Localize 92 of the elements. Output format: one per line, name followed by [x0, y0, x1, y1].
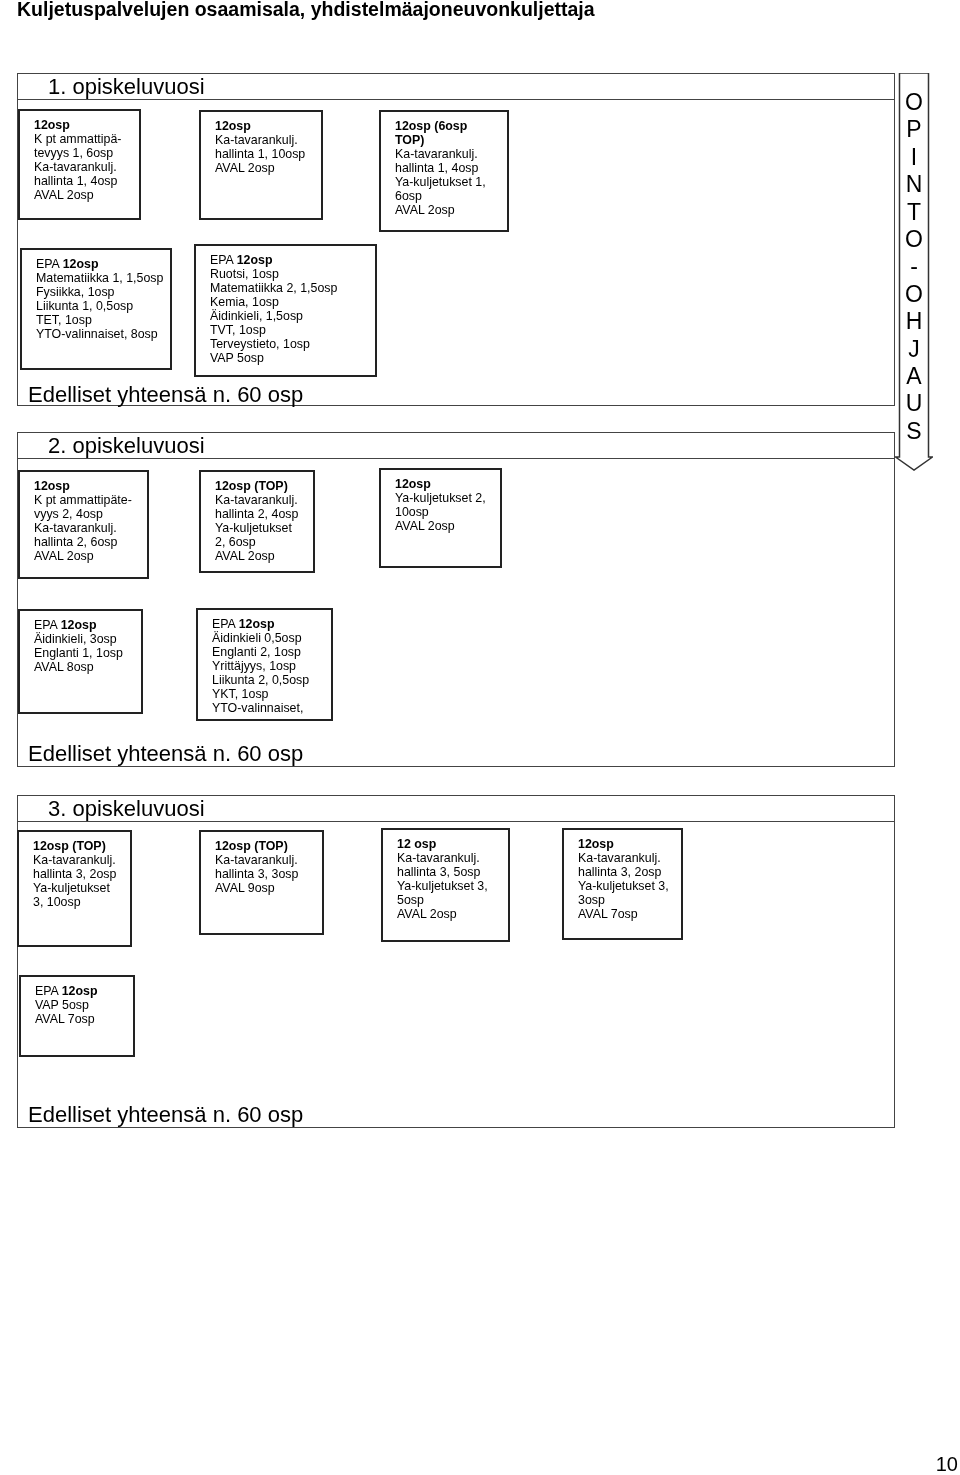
year-panel — [17, 432, 895, 767]
course-item: AVAL 7osp — [35, 1012, 95, 1026]
credit-heading: 12 osp — [397, 837, 437, 851]
course-item: YKT, 1osp — [212, 687, 269, 701]
course-item: K pt ammattipä-tevyys 1, 6osp — [34, 132, 123, 160]
credit-heading: 12osp (TOP) — [215, 839, 288, 853]
course-item: AVAL 2osp — [395, 519, 455, 533]
course-item: AVAL 8osp — [34, 660, 94, 674]
course-item: AVAL 7osp — [578, 907, 638, 921]
course-item: Ya-kuljetukset 2, 6osp — [215, 521, 293, 549]
course-box — [20, 248, 172, 370]
credit-heading: 12osp (6osp TOP) — [395, 119, 469, 147]
course-box — [19, 975, 135, 1057]
course-item: Liikunta 1, 0,5osp — [36, 299, 134, 313]
course-box — [18, 609, 143, 714]
course-item: Ruotsi, 1osp — [210, 267, 279, 281]
credit-heading: 12osp (TOP) — [33, 839, 106, 853]
credit-heading: EPA 12osp — [212, 617, 275, 631]
course-item: AVAL 2osp — [34, 549, 94, 563]
course-item: AVAL 2osp — [215, 549, 275, 563]
credit-heading: EPA 12osp — [34, 618, 97, 632]
course-item: VAP 5osp — [35, 998, 89, 1012]
course-item: YTO-valinnaiset, — [212, 701, 304, 715]
total-note: Edelliset yhteensä n. 60 osp — [28, 382, 304, 408]
course-item: TVT, 1osp — [210, 323, 266, 337]
course-item: YTO-valinnaiset, 8osp — [36, 327, 158, 341]
course-item: AVAL 2osp — [397, 907, 457, 921]
course-item: Englanti 2, 1osp — [212, 645, 301, 659]
course-item: Äidinkieli, 3osp — [34, 632, 117, 646]
course-box — [379, 110, 509, 232]
block-arrow — [895, 73, 933, 471]
course-item: Terveystieto, 1osp — [210, 337, 310, 351]
course-box — [18, 470, 149, 579]
course-box — [381, 828, 510, 942]
course-item: K pt ammattipäte-vyys 2, 4osp — [34, 493, 133, 521]
course-item: Ka-tavarankulj. hallinta 2, 6osp — [34, 521, 119, 549]
course-item: Matematiikka 2, 1,5osp — [210, 281, 338, 295]
course-box — [379, 468, 502, 568]
course-item: Ya-kuljetukset 3, 10osp — [33, 881, 111, 909]
page-title: Kuljetuspalvelujen osaamisala, yhdistelmäajoneuvonkuljettaja — [17, 0, 595, 21]
year-heading: 3. opiskeluvuosi — [18, 796, 894, 822]
course-box — [17, 830, 132, 947]
credit-heading: 12osp — [395, 477, 431, 491]
credit-heading: EPA 12osp — [36, 257, 99, 271]
vertical-label: OPINTO-OHJAUS — [904, 89, 924, 446]
course-item: TET, 1osp — [36, 313, 92, 327]
year-panel — [17, 73, 895, 406]
course-item: VAP 5osp — [210, 351, 264, 365]
course-box — [199, 830, 324, 935]
course-item: Ka-tavarankulj. hallinta 1, 4osp — [34, 160, 119, 188]
credit-heading: 12osp — [578, 837, 614, 851]
course-item: Ka-tavarankulj. hallinta 3, 5osp — [397, 851, 482, 879]
course-box — [18, 109, 141, 220]
credit-heading: EPA 12osp — [35, 984, 98, 998]
course-box — [562, 828, 683, 940]
course-box — [199, 470, 315, 573]
page-number: 10 — [935, 1453, 958, 1475]
total-note: Edelliset yhteensä n. 60 osp — [28, 741, 304, 767]
course-item: Ka-tavarankulj. hallinta 1, 10osp — [215, 133, 307, 161]
course-item: Ya-kuljetukset 3, 5osp — [397, 879, 489, 907]
credit-heading: EPA 12osp — [210, 253, 273, 267]
course-item: AVAL 9osp — [215, 881, 275, 895]
course-item: AVAL 2osp — [215, 161, 275, 175]
course-box — [199, 110, 323, 220]
course-item: Ka-tavarankulj. hallinta 3, 3osp — [215, 853, 300, 881]
course-item: Ka-tavarankulj. hallinta 3, 2osp — [33, 853, 118, 881]
course-item: Ya-kuljetukset 1, 6osp — [395, 175, 487, 203]
course-item: Ka-tavarankulj. hallinta 2, 4osp — [215, 493, 300, 521]
course-box — [196, 608, 333, 721]
credit-heading: 12osp — [215, 119, 251, 133]
course-item: Ya-kuljetukset 2, 10osp — [395, 491, 487, 519]
year-panel — [17, 795, 895, 1128]
total-note: Edelliset yhteensä n. 60 osp — [28, 1102, 304, 1128]
course-item: Äidinkieli, 1,5osp — [210, 309, 303, 323]
course-item: AVAL 2osp — [395, 203, 455, 217]
course-item: Ya-kuljetukset 3, 3osp — [578, 879, 669, 907]
course-item: Englanti 1, 1osp — [34, 646, 123, 660]
course-item: Yrittäjyys, 1osp — [212, 659, 296, 673]
course-box — [194, 244, 377, 377]
course-item: Fysiikka, 1osp — [36, 285, 115, 299]
course-item: Matematiikka 1, 1,5osp — [36, 271, 164, 285]
course-item: AVAL 2osp — [34, 188, 94, 202]
course-item: Ka-tavarankulj. hallinta 3, 2osp — [578, 851, 663, 879]
credit-heading: 12osp (TOP) — [215, 479, 288, 493]
course-item: Ka-tavarankulj. hallinta 1, 4osp — [395, 147, 480, 175]
year-heading: 1. opiskeluvuosi — [18, 74, 894, 100]
year-heading: 2. opiskeluvuosi — [18, 433, 894, 459]
credit-heading: 12osp — [34, 118, 70, 132]
course-item: Liikunta 2, 0,5osp — [212, 673, 310, 687]
course-item: Äidinkieli 0,5osp — [212, 631, 302, 645]
course-item: Kemia, 1osp — [210, 295, 279, 309]
credit-heading: 12osp — [34, 479, 70, 493]
